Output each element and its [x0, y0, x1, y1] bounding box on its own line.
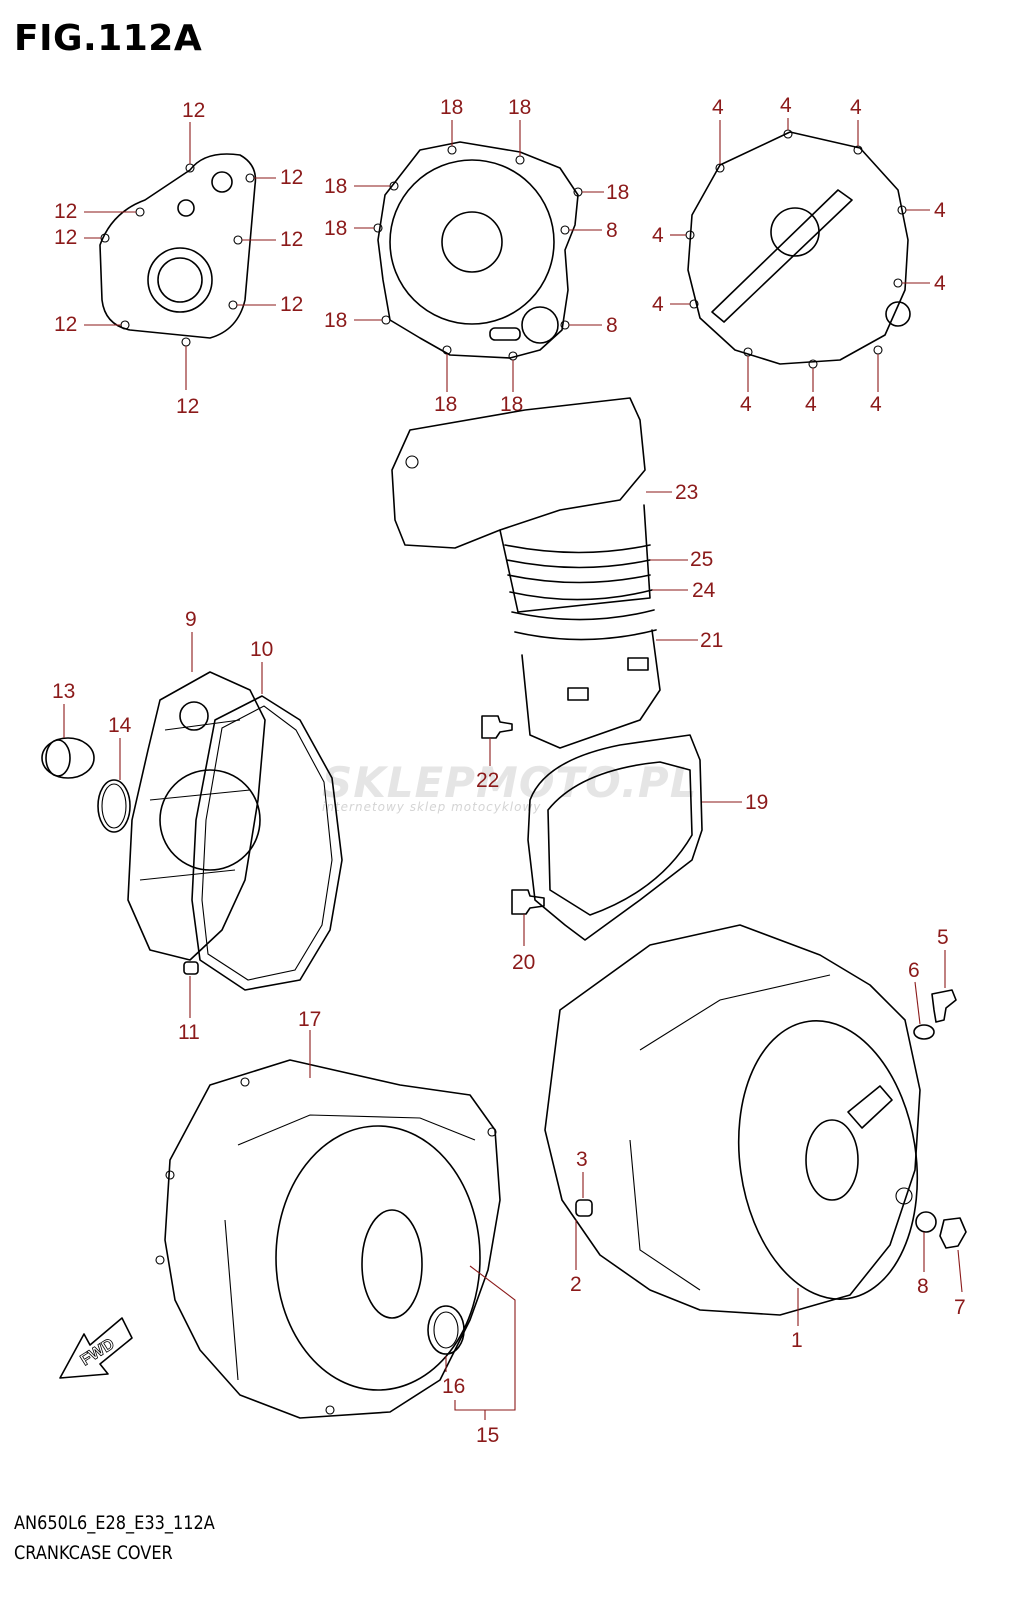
- part-generator-cover: [373, 141, 583, 361]
- footer-figure-description: CRANKCASE COVER: [14, 1542, 173, 1564]
- callout-12-right-a: 12: [280, 166, 303, 189]
- leaders-12: [84, 122, 276, 390]
- callout-4-top-c: 4: [850, 96, 862, 119]
- figure-title: FIG.112A: [14, 18, 203, 59]
- callout-18-bottom-b: 18: [500, 393, 523, 416]
- callout-12-left-c: 12: [54, 313, 77, 336]
- fwd-label: FWD: [78, 1336, 118, 1370]
- callout-4-right-b: 4: [934, 272, 946, 295]
- callout-4-bottom-c: 4: [870, 393, 882, 416]
- callout-14: 14: [108, 714, 132, 737]
- part-crankcase-cover: [544, 924, 921, 1316]
- callout-20: 20: [512, 951, 535, 974]
- part-air-duct: [391, 397, 661, 749]
- callout-12-right-b: 12: [280, 228, 303, 251]
- leaders-bottom-left: [309, 1030, 516, 1420]
- callout-24: 24: [692, 579, 716, 602]
- callout-18-right: 18: [606, 181, 629, 204]
- callout-8-bottom: 8: [917, 1275, 929, 1298]
- callout-12-top: 12: [182, 99, 205, 122]
- callout-5: 5: [937, 926, 949, 949]
- callout-21: 21: [700, 629, 723, 652]
- callout-11: 11: [178, 1021, 200, 1044]
- callout-18-left-c: 18: [324, 309, 347, 332]
- part-oil-filler-plug: [41, 737, 95, 779]
- callout-18-bottom-a: 18: [434, 393, 457, 416]
- callout-22: 22: [476, 769, 499, 792]
- callout-18-left-a: 18: [324, 175, 347, 198]
- callout-4-right-a: 4: [934, 199, 946, 222]
- callout-19: 19: [745, 791, 768, 814]
- part-duct-bolt-22: [481, 715, 513, 739]
- part-gasket: [191, 695, 343, 991]
- callout-4-bottom-a: 4: [740, 393, 752, 416]
- callout-8-lower: 8: [606, 314, 618, 337]
- part-oil-seal: [427, 1305, 465, 1355]
- part-cover-bolts: [913, 989, 967, 1249]
- callout-8-upper: 8: [606, 219, 618, 242]
- fwd-arrow-icon: FWD: [59, 1317, 133, 1379]
- leaders-18-8: [354, 120, 604, 392]
- callout-18-left-b: 18: [324, 217, 347, 240]
- callout-6: 6: [908, 959, 920, 982]
- footer-figure-code: AN650L6_E28_E33_112A: [14, 1512, 215, 1534]
- leaders-bottom-right: [575, 950, 963, 1326]
- part-dowel-pin: [183, 961, 199, 975]
- watermark-subtitle: internetowy sklep motocyklowy: [322, 800, 542, 814]
- callout-23: 23: [675, 481, 698, 504]
- callout-4-top-a: 4: [712, 96, 724, 119]
- callout-13: 13: [52, 680, 75, 703]
- part-shroud-bolt-20: [511, 889, 545, 915]
- callout-10: 10: [250, 638, 273, 661]
- callout-9: 9: [185, 608, 197, 631]
- leaders-duct: [489, 491, 742, 946]
- callout-2: 2: [570, 1273, 582, 1296]
- leaders-left: [63, 632, 263, 1018]
- part-outer-cover: [155, 1059, 501, 1419]
- callout-4-left-b: 4: [652, 293, 664, 316]
- callout-4-left-a: 4: [652, 224, 664, 247]
- callout-12-right-c: 12: [280, 293, 303, 316]
- callout-12-bottom: 12: [176, 395, 199, 418]
- callout-17: 17: [298, 1008, 321, 1031]
- part-inner-cover: [127, 671, 266, 961]
- callout-25: 25: [690, 548, 713, 571]
- callout-12-left-a: 12: [54, 200, 77, 223]
- part-small-cover: [99, 153, 257, 347]
- callout-18-top-b: 18: [508, 96, 531, 119]
- part-clutch-cover: [685, 129, 911, 369]
- callout-18-top-a: 18: [440, 96, 463, 119]
- callout-12-left-b: 12: [54, 226, 77, 249]
- leaders-4: [670, 118, 930, 392]
- callout-16: 16: [442, 1375, 465, 1398]
- callout-1: 1: [791, 1329, 803, 1352]
- part-o-ring: [97, 779, 131, 833]
- callout-3: 3: [576, 1148, 588, 1171]
- callout-4-bottom-b: 4: [805, 393, 817, 416]
- callout-15: 15: [476, 1424, 499, 1447]
- callout-4-top-b: 4: [780, 94, 792, 117]
- part-fan-shroud: [527, 734, 703, 941]
- callout-7: 7: [954, 1296, 966, 1319]
